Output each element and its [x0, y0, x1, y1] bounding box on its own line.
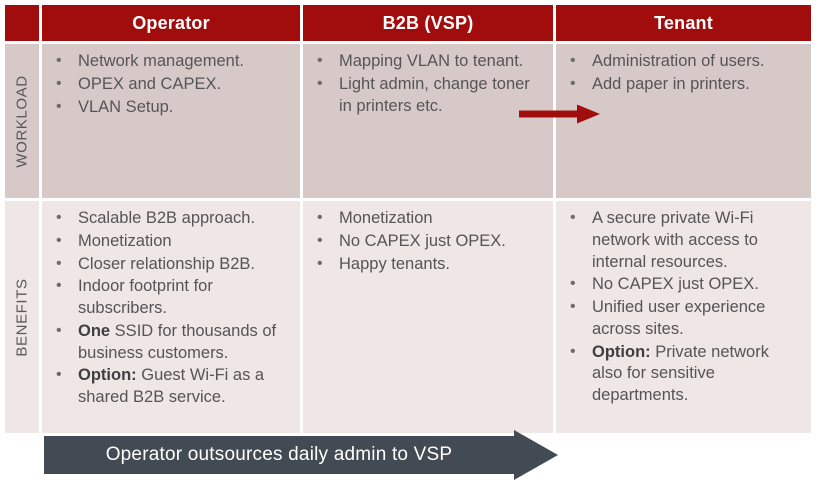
- bullet-item: Indoor footprint for subscribers.: [52, 275, 292, 320]
- bullet-item-emphasis: Option:: [592, 342, 651, 361]
- bullet-item: Monetization: [52, 230, 292, 253]
- header-cell-tenant: Tenant: [556, 5, 811, 41]
- bullet-item: Add paper in printers.: [566, 73, 803, 96]
- bullet-item: Closer relationship B2B.: [52, 253, 292, 276]
- header-cell-operator: Operator: [42, 5, 300, 41]
- bullet-item: One SSID for thousands of business custo…: [52, 320, 292, 365]
- bullet-item: Mapping VLAN to tenant.: [313, 50, 545, 73]
- cell-workload-operator: Network management.OPEX and CAPEX.VLAN S…: [42, 44, 300, 198]
- bullet-item: Option: Private network also for sensiti…: [566, 341, 803, 407]
- cell-workload-b2b: Mapping VLAN to tenant.Light admin, chan…: [303, 44, 553, 198]
- bullet-list-benefits-tenant: A secure private Wi-Fi network with acce…: [566, 207, 803, 407]
- bullet-item: Monetization: [313, 207, 545, 230]
- bullet-item: A secure private Wi-Fi network with acce…: [566, 207, 803, 273]
- header-cell-corner: [5, 5, 39, 41]
- bullet-item-emphasis: One: [78, 321, 111, 340]
- cell-benefits-tenant: A secure private Wi-Fi network with acce…: [556, 201, 811, 433]
- bullet-item: No CAPEX just OPEX.: [313, 230, 545, 253]
- header-label-b2b: B2B (VSP): [382, 12, 474, 33]
- bullet-list-workload-operator: Network management.OPEX and CAPEX.VLAN S…: [52, 50, 292, 119]
- row-label-workload: WORKLOAD: [5, 44, 39, 198]
- header-label-operator: Operator: [132, 12, 210, 33]
- header-label-tenant: Tenant: [654, 12, 713, 33]
- bullet-list-workload-b2b: Mapping VLAN to tenant.Light admin, chan…: [313, 50, 545, 118]
- responsibility-matrix: Operator B2B (VSP) Tenant WORKLOAD Netwo…: [5, 5, 811, 433]
- bullet-item: Scalable B2B approach.: [52, 207, 292, 230]
- bullet-item: Administration of users.: [566, 50, 803, 73]
- row-label-benefits: BENEFITS: [5, 201, 39, 433]
- cell-benefits-b2b: MonetizationNo CAPEX just OPEX.Happy ten…: [303, 201, 553, 433]
- bullet-list-benefits-b2b: MonetizationNo CAPEX just OPEX.Happy ten…: [313, 207, 545, 276]
- bullet-list-benefits-operator: Scalable B2B approach.MonetizationCloser…: [52, 207, 292, 409]
- cell-workload-tenant: Administration of users.Add paper in pri…: [556, 44, 811, 198]
- matrix-row-workload: WORKLOAD Network management.OPEX and CAP…: [5, 44, 811, 198]
- bullet-item: Option: Guest Wi-Fi as a shared B2B serv…: [52, 364, 292, 409]
- bullet-list-workload-tenant: Administration of users.Add paper in pri…: [566, 50, 803, 96]
- bullet-item: OPEX and CAPEX.: [52, 73, 292, 96]
- bullet-item: Network management.: [52, 50, 292, 73]
- bullet-item-emphasis: Option:: [78, 366, 137, 385]
- header-cell-b2b: B2B (VSP): [303, 5, 553, 41]
- bullet-item: Light admin, change toner in printers et…: [313, 73, 545, 118]
- row-label-benefits-text: BENEFITS: [13, 277, 31, 357]
- matrix-header-row: Operator B2B (VSP) Tenant: [5, 5, 811, 41]
- row-label-workload-text: WORKLOAD: [13, 74, 31, 168]
- outsource-banner-label: Operator outsources daily admin to VSP: [105, 444, 453, 465]
- cell-benefits-operator: Scalable B2B approach.MonetizationCloser…: [42, 201, 300, 433]
- bullet-item: No CAPEX just OPEX.: [566, 273, 803, 296]
- bullet-item: VLAN Setup.: [52, 96, 292, 119]
- bullet-item: Unified user experience across sites.: [566, 296, 803, 341]
- bullet-item: Happy tenants.: [313, 253, 545, 276]
- matrix-row-benefits: BENEFITS Scalable B2B approach.Monetizat…: [5, 201, 811, 433]
- outsource-banner-arrow: Operator outsources daily admin to VSP: [44, 430, 559, 480]
